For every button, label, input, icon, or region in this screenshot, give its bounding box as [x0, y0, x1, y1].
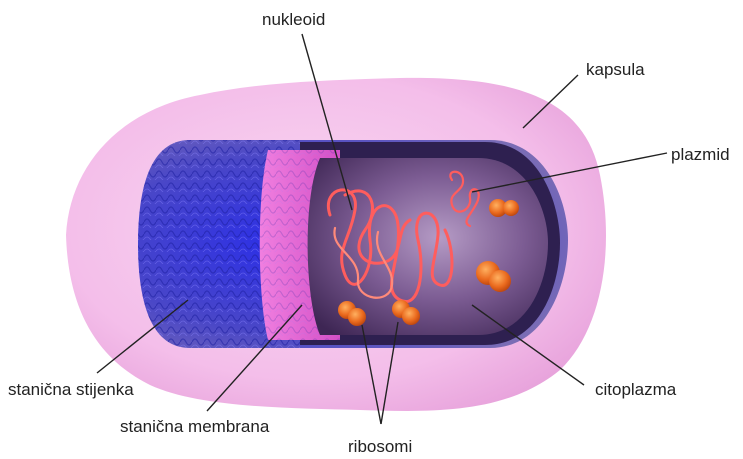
- label-ribosomi: ribosomi: [348, 438, 412, 455]
- label-stanicna-stijenka: stanična stijenka: [8, 381, 134, 398]
- label-nukleoid: nukleoid: [262, 11, 325, 28]
- label-citoplazma: citoplazma: [595, 381, 676, 398]
- label-kapsula: kapsula: [586, 61, 645, 78]
- ribosome-1: [489, 199, 519, 217]
- label-plazmid: plazmid: [671, 146, 730, 163]
- label-stanicna-membrana: stanična membrana: [120, 418, 269, 435]
